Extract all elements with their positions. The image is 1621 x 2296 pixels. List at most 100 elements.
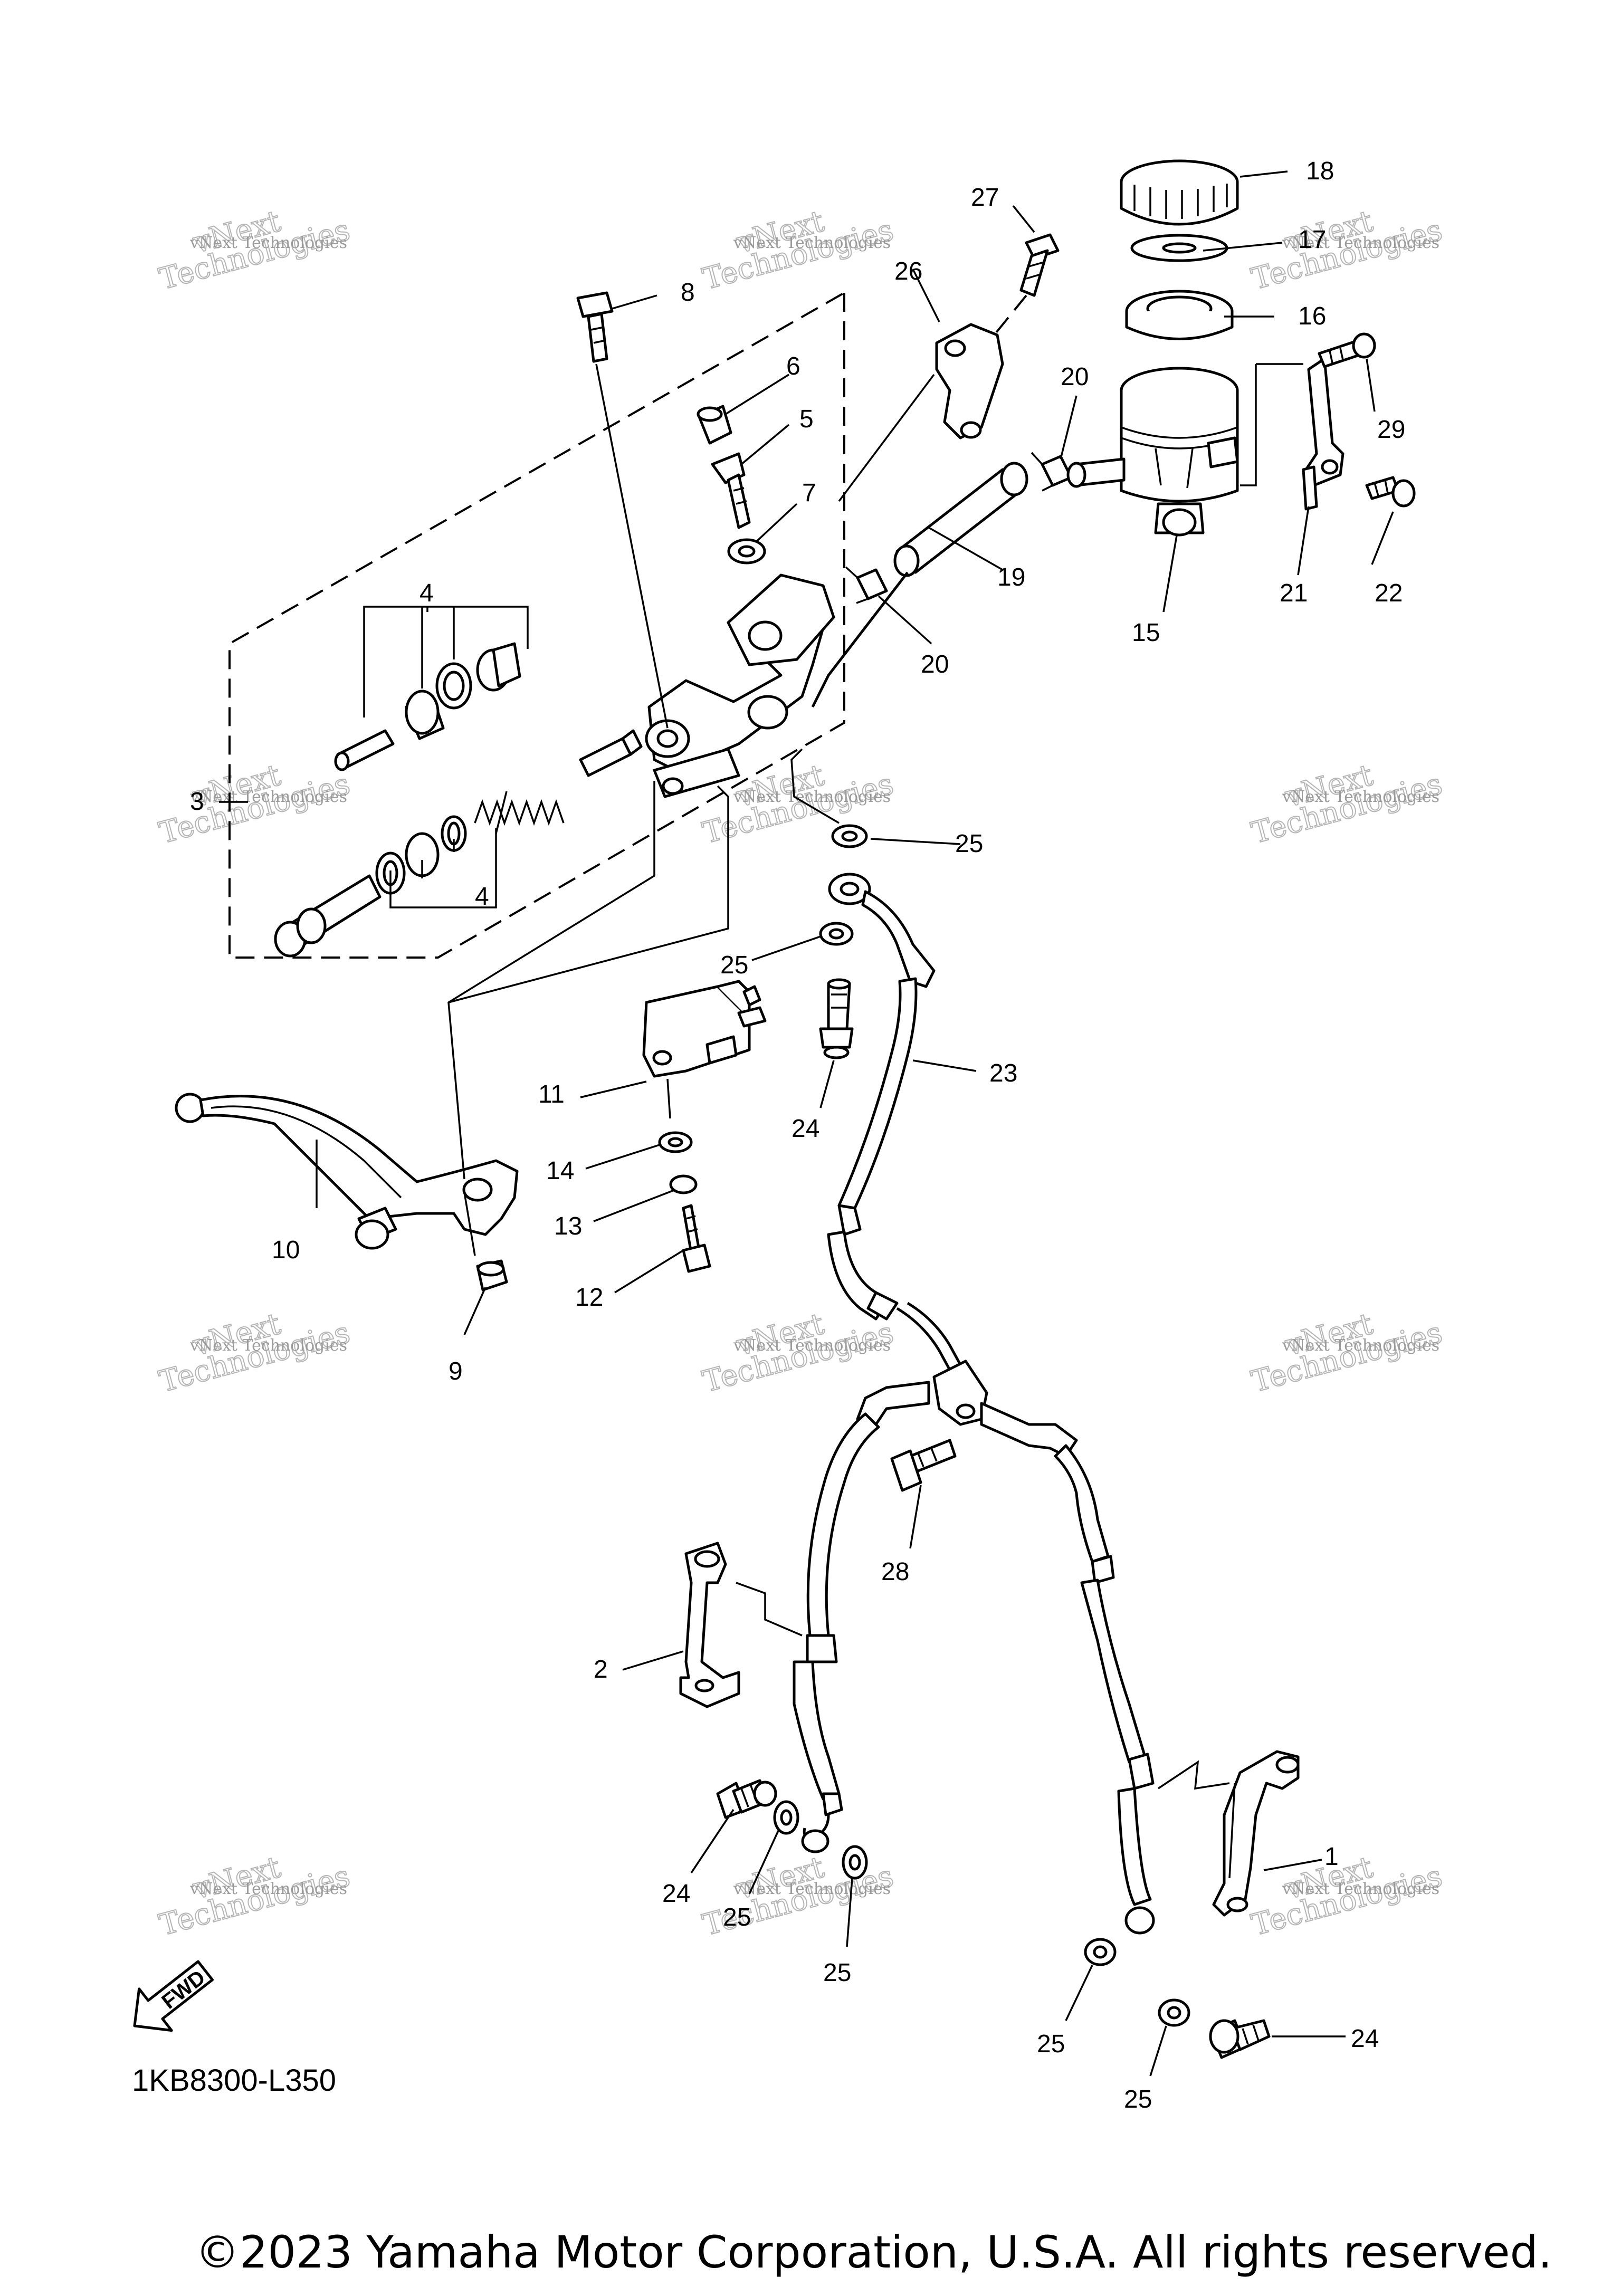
watermark: vNext Technologies vNext Technologies bbox=[1247, 758, 1446, 851]
reservoir-diaphragm bbox=[1125, 290, 1234, 340]
callout-14: 14 bbox=[546, 1157, 574, 1185]
reservoir-bracket bbox=[1302, 357, 1345, 511]
callout-25-br2: 25 bbox=[1124, 2085, 1152, 2113]
lock-washer-13 bbox=[669, 1174, 698, 1194]
washer-7-hole bbox=[738, 545, 756, 558]
callout-27: 27 bbox=[971, 184, 999, 212]
master-cylinder-body bbox=[645, 573, 835, 798]
callout-18: 18 bbox=[1306, 157, 1334, 185]
brake-hose-upper bbox=[827, 873, 967, 1381]
callout-12: 12 bbox=[575, 1284, 603, 1312]
callout-labels: 1 2 3 4 4 5 6 7 8 9 10 11 12 13 14 15 16… bbox=[190, 157, 1405, 2113]
watermark: vNext Technologies vNext Technologies bbox=[1247, 1850, 1446, 1943]
callout-4-lower: 4 bbox=[475, 883, 489, 911]
svg-text:vNext Technologies: vNext Technologies bbox=[1282, 1880, 1439, 1898]
forward-arrow-icon: FWD bbox=[133, 1960, 214, 2032]
leader-bolt-8 bbox=[595, 363, 669, 729]
callout-24-upper: 24 bbox=[792, 1115, 819, 1143]
copyright-notice: ©2023 Yamaha Motor Corporation, U.S.A. A… bbox=[195, 2226, 1552, 2278]
callout-17: 17 bbox=[1298, 226, 1326, 254]
callout-11: 11 bbox=[538, 1080, 565, 1108]
callout-24-right: 24 bbox=[1351, 2025, 1379, 2053]
watermark: vNext Technologies vNext Technologies bbox=[699, 204, 898, 297]
leader-27-dashed bbox=[991, 294, 1027, 339]
kit-dashed-outline bbox=[228, 291, 845, 959]
washer-25-mid-hole bbox=[828, 928, 844, 940]
callout-20-upper: 20 bbox=[1061, 363, 1089, 391]
svg-text:vNext Technologies: vNext Technologies bbox=[1282, 1336, 1439, 1355]
watermark: vNext Technologies vNext Technologies bbox=[155, 1306, 354, 1400]
watermark: vNext Technologies vNext Technologies bbox=[1247, 204, 1446, 297]
callout-10: 10 bbox=[272, 1236, 300, 1264]
svg-text:vNext Technologies: vNext Technologies bbox=[189, 1880, 347, 1898]
callout-23: 23 bbox=[989, 1059, 1017, 1087]
guide-1-leader-zig bbox=[1158, 1760, 1230, 1790]
watermark: vNext Technologies vNext Technologies bbox=[155, 758, 354, 851]
bracket-4-upper bbox=[363, 606, 529, 718]
callout-7: 7 bbox=[802, 479, 816, 507]
hose-joint bbox=[932, 1360, 988, 1426]
diagram-part-code: 1KB8300-L350 bbox=[132, 2063, 336, 2098]
hose-clip-upper bbox=[1031, 452, 1073, 492]
callout-8: 8 bbox=[681, 279, 695, 307]
washer-25-top-hole bbox=[841, 830, 858, 842]
union-bolt-upper bbox=[819, 978, 854, 1059]
callout-2: 2 bbox=[594, 1656, 608, 1683]
screw-12 bbox=[682, 1204, 711, 1273]
leader-switch-guide bbox=[666, 1078, 671, 1119]
callout-13: 13 bbox=[554, 1212, 582, 1240]
svg-text:vNext Technologies: vNext Technologies bbox=[1282, 234, 1439, 252]
washer-25-bl1-hole bbox=[780, 1809, 793, 1826]
brake-hose-right bbox=[980, 1402, 1155, 1935]
hose-guide-1 bbox=[1212, 1750, 1300, 1917]
reservoir-plate bbox=[1130, 234, 1228, 262]
callout-25-bl1: 25 bbox=[723, 1903, 751, 1931]
callout-29: 29 bbox=[1377, 416, 1405, 444]
brake-lever bbox=[175, 1093, 519, 1250]
washer-25-bl2-hole bbox=[848, 1854, 861, 1871]
callout-26: 26 bbox=[894, 257, 922, 285]
reservoir-hose bbox=[811, 462, 1028, 708]
washer-14-hole bbox=[668, 1137, 683, 1147]
bracket-4-lower bbox=[389, 828, 497, 908]
piston-kit bbox=[274, 642, 643, 958]
pivot-bolt bbox=[576, 291, 614, 363]
svg-text:vNext Technologies: vNext Technologies bbox=[189, 788, 347, 806]
brake-hose-left bbox=[793, 1381, 930, 1853]
watermark: vNext Technologies vNext Technologies bbox=[699, 1306, 898, 1400]
reservoir-tank bbox=[1066, 367, 1239, 537]
hose-guide-2 bbox=[679, 1542, 740, 1708]
svg-text:vNext Technologies: vNext Technologies bbox=[733, 1336, 891, 1355]
callout-22: 22 bbox=[1375, 579, 1403, 607]
leader-lines bbox=[316, 170, 1394, 2077]
bolt-27 bbox=[1019, 233, 1060, 297]
hose-clip-lower bbox=[845, 566, 888, 604]
callout-1: 1 bbox=[1324, 1843, 1339, 1871]
union-bolt-left bbox=[716, 1779, 777, 1819]
callout-21: 21 bbox=[1280, 579, 1308, 607]
svg-text:vNext Technologies: vNext Technologies bbox=[1282, 788, 1439, 806]
bleeder-screw bbox=[711, 452, 751, 529]
guide-2-leader-zig bbox=[736, 1582, 803, 1637]
lever-nut bbox=[476, 1259, 508, 1292]
watermark: vNext Technologies vNext Technologies bbox=[155, 1850, 354, 1943]
callout-9: 9 bbox=[449, 1357, 463, 1385]
callout-19: 19 bbox=[997, 563, 1025, 591]
brake-switch bbox=[642, 980, 767, 1078]
bracket-21-guide bbox=[1240, 363, 1303, 486]
leader-nut-guide bbox=[463, 1192, 476, 1256]
bolt-29 bbox=[1318, 332, 1376, 368]
callout-16: 16 bbox=[1298, 302, 1326, 330]
svg-text:vNext Technologies: vNext Technologies bbox=[733, 1880, 891, 1898]
screw-22 bbox=[1365, 476, 1416, 508]
callout-25-bl2: 25 bbox=[823, 1959, 851, 1987]
reservoir-cap bbox=[1120, 159, 1239, 226]
callout-20-lower: 20 bbox=[921, 650, 949, 678]
callout-4-upper: 4 bbox=[419, 579, 434, 607]
callout-28: 28 bbox=[881, 1558, 909, 1586]
callout-25-top: 25 bbox=[955, 830, 983, 858]
svg-text:vNext Technologies: vNext Technologies bbox=[189, 1336, 347, 1355]
callout-25-mid: 25 bbox=[720, 951, 748, 979]
